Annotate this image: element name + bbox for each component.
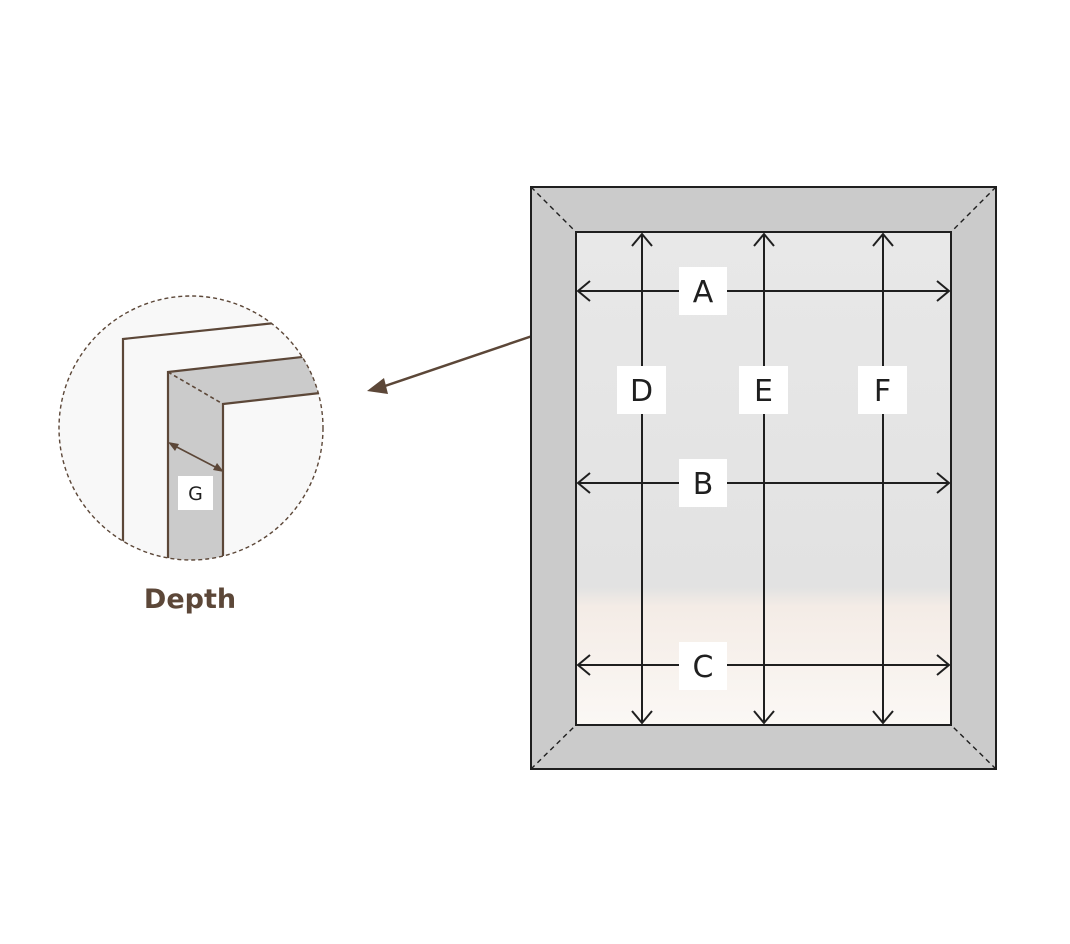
vertical-measurements xyxy=(631,232,894,725)
depth-arrow-line xyxy=(170,443,222,471)
label-b-box xyxy=(679,459,727,507)
miter-bottom-right xyxy=(950,724,997,770)
depth-caption: Depth xyxy=(144,584,236,615)
measure-d xyxy=(631,232,653,725)
detail-circle-outline xyxy=(58,295,324,561)
label-a-box xyxy=(679,267,727,315)
pointer-arrowhead xyxy=(367,378,388,394)
detail-pointer-arrow xyxy=(367,326,552,394)
label-a: A xyxy=(693,275,714,310)
label-e: E xyxy=(754,374,773,409)
miter-top-left xyxy=(530,186,577,233)
miter-bottom-left xyxy=(530,724,577,770)
wall-edge-line xyxy=(121,321,276,560)
label-c-box xyxy=(679,642,727,690)
depth-detail-inset: G xyxy=(58,295,324,561)
measure-f xyxy=(872,232,894,725)
label-c: C xyxy=(693,650,714,685)
measurement-labels: A B C D E F xyxy=(617,267,907,690)
depth-arrowhead-end xyxy=(213,463,224,472)
label-b: B xyxy=(693,467,714,502)
measure-e xyxy=(753,232,775,725)
label-e-box xyxy=(739,366,788,414)
pointer-line xyxy=(381,329,548,389)
label-d: D xyxy=(630,374,653,409)
label-g-box xyxy=(178,476,213,510)
label-f: F xyxy=(874,374,891,409)
label-g: G xyxy=(188,483,203,505)
miter-top-right xyxy=(950,186,997,233)
label-f-box xyxy=(858,366,907,414)
frame-miter-dashed xyxy=(167,371,224,405)
depth-arrowhead-start xyxy=(168,442,179,451)
label-d-box xyxy=(617,366,666,414)
